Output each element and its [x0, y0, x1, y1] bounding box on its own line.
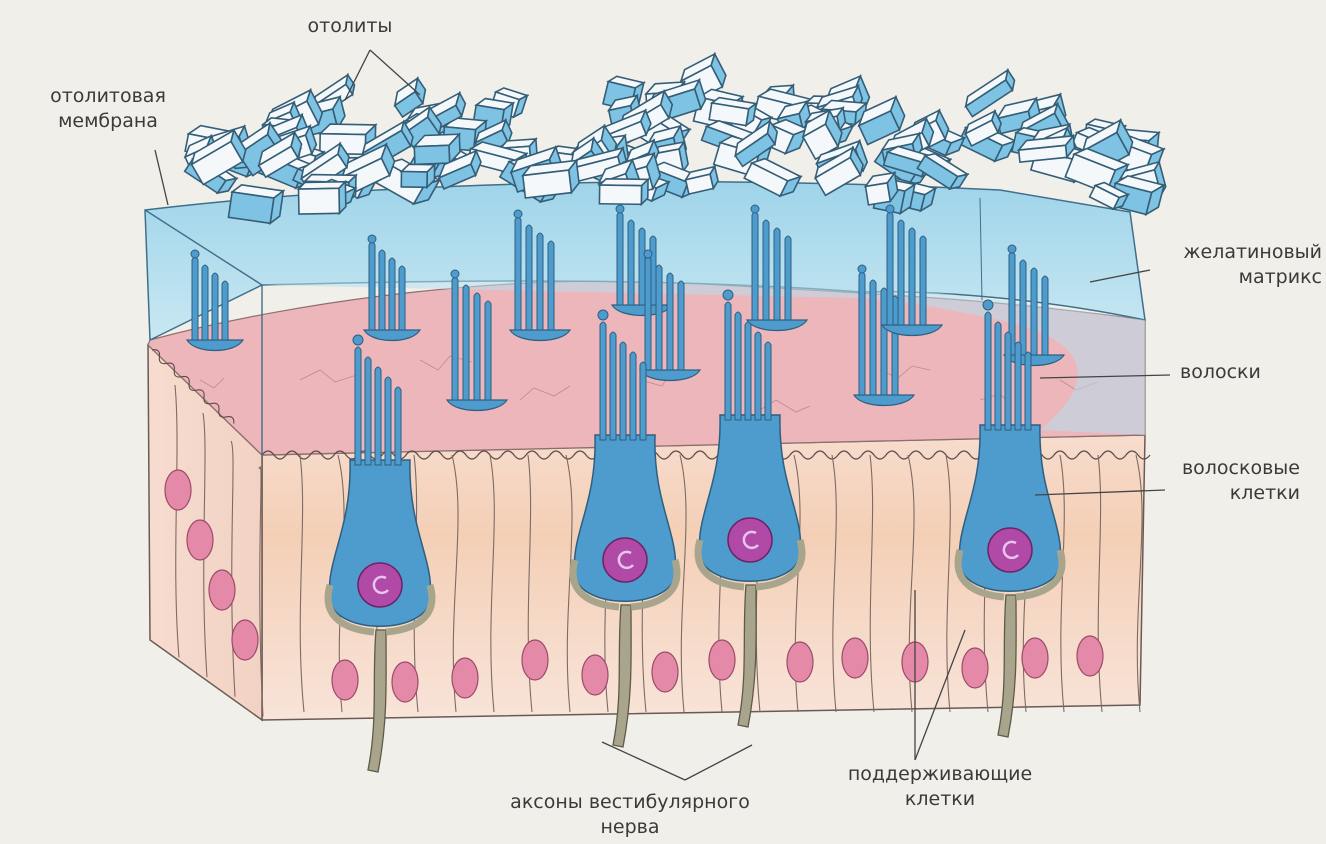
otolith-crystal: [228, 184, 283, 225]
label-podderzh-line1: поддерживающие: [830, 762, 1050, 787]
supporting-cell-nucleus: [209, 570, 235, 610]
hair: [600, 322, 606, 440]
hair: [735, 312, 741, 420]
hair: [385, 377, 391, 465]
supporting-cell-nucleus: [582, 655, 608, 695]
hair: [1025, 352, 1031, 430]
leader-axon-a: [602, 742, 685, 780]
hair: [725, 302, 731, 420]
label-voloski: волоски: [1180, 360, 1261, 385]
hair: [395, 387, 401, 465]
label-aksony-line2: нерва: [470, 815, 790, 840]
supporting-cell-nucleus: [165, 470, 191, 510]
otolith-crystal: [298, 182, 346, 214]
leader-otolity-b: [370, 50, 420, 95]
label-otolitovaya-line1: отолитовая: [8, 84, 208, 109]
hair: [745, 322, 751, 420]
label-zhelatinovy-line2: матрикс: [1140, 265, 1322, 290]
supporting-cell-nucleus: [709, 640, 735, 680]
label-aksony-line1: аксоны вестибулярного: [470, 790, 790, 815]
hair: [985, 312, 991, 430]
label-otolitovaya-membrana: отолитовая мембрана: [8, 84, 208, 134]
hair: [1005, 332, 1011, 430]
supporting-cell-nucleus: [452, 658, 478, 698]
supporting-cell-nucleus: [1077, 636, 1103, 676]
hair: [355, 347, 361, 465]
hair-cell-nucleus: [358, 563, 402, 607]
hair: [620, 342, 626, 440]
hair: [765, 342, 771, 420]
supporting-cell-nucleus: [332, 660, 358, 700]
supporting-cell-nucleus: [232, 620, 258, 660]
hair: [610, 332, 616, 440]
label-voloskovye-line1: волосковые: [1150, 456, 1300, 481]
hair-cell-nucleus: [728, 518, 772, 562]
supporting-cell-nucleus: [787, 642, 813, 682]
leader-membrana: [155, 150, 168, 205]
supporting-cell-nucleus: [522, 640, 548, 680]
hair: [755, 332, 761, 420]
label-otolitovaya-line2: мембрана: [8, 109, 208, 134]
hair: [630, 352, 636, 440]
supporting-cell-nucleus: [187, 520, 213, 560]
supporting-cell-nucleus: [392, 662, 418, 702]
otolith-crystal: [522, 160, 580, 198]
label-podderzhivayushchie-kletki: поддерживающие клетки: [830, 762, 1050, 812]
label-voloskovye-line2: клетки: [1150, 481, 1300, 506]
label-otolity: отолиты: [270, 14, 430, 39]
hair: [640, 362, 646, 440]
hair-cell-nucleus: [988, 528, 1032, 572]
otolith-crystal: [599, 179, 648, 205]
hair: [375, 367, 381, 465]
leader-axon-b: [685, 745, 752, 780]
label-zhelatinovy-matrix: желатиновый матрикс: [1140, 240, 1322, 290]
label-podderzh-line2: клетки: [830, 787, 1050, 812]
label-voloskovye-kletki: волосковые клетки: [1150, 456, 1300, 506]
supporting-cell-nucleus: [652, 652, 678, 692]
label-zhelatinovy-line1: желатиновый: [1140, 240, 1322, 265]
supporting-cell-nucleus: [1022, 638, 1048, 678]
hair: [1015, 342, 1021, 430]
hair: [365, 357, 371, 465]
supporting-cell-nucleus: [842, 638, 868, 678]
label-aksony-nerva: аксоны вестибулярного нерва: [470, 790, 790, 840]
hair-cell-nucleus: [603, 538, 647, 582]
supporting-cell-nucleus: [962, 648, 988, 688]
otolith-crystal: [401, 164, 434, 187]
hair: [995, 322, 1001, 430]
